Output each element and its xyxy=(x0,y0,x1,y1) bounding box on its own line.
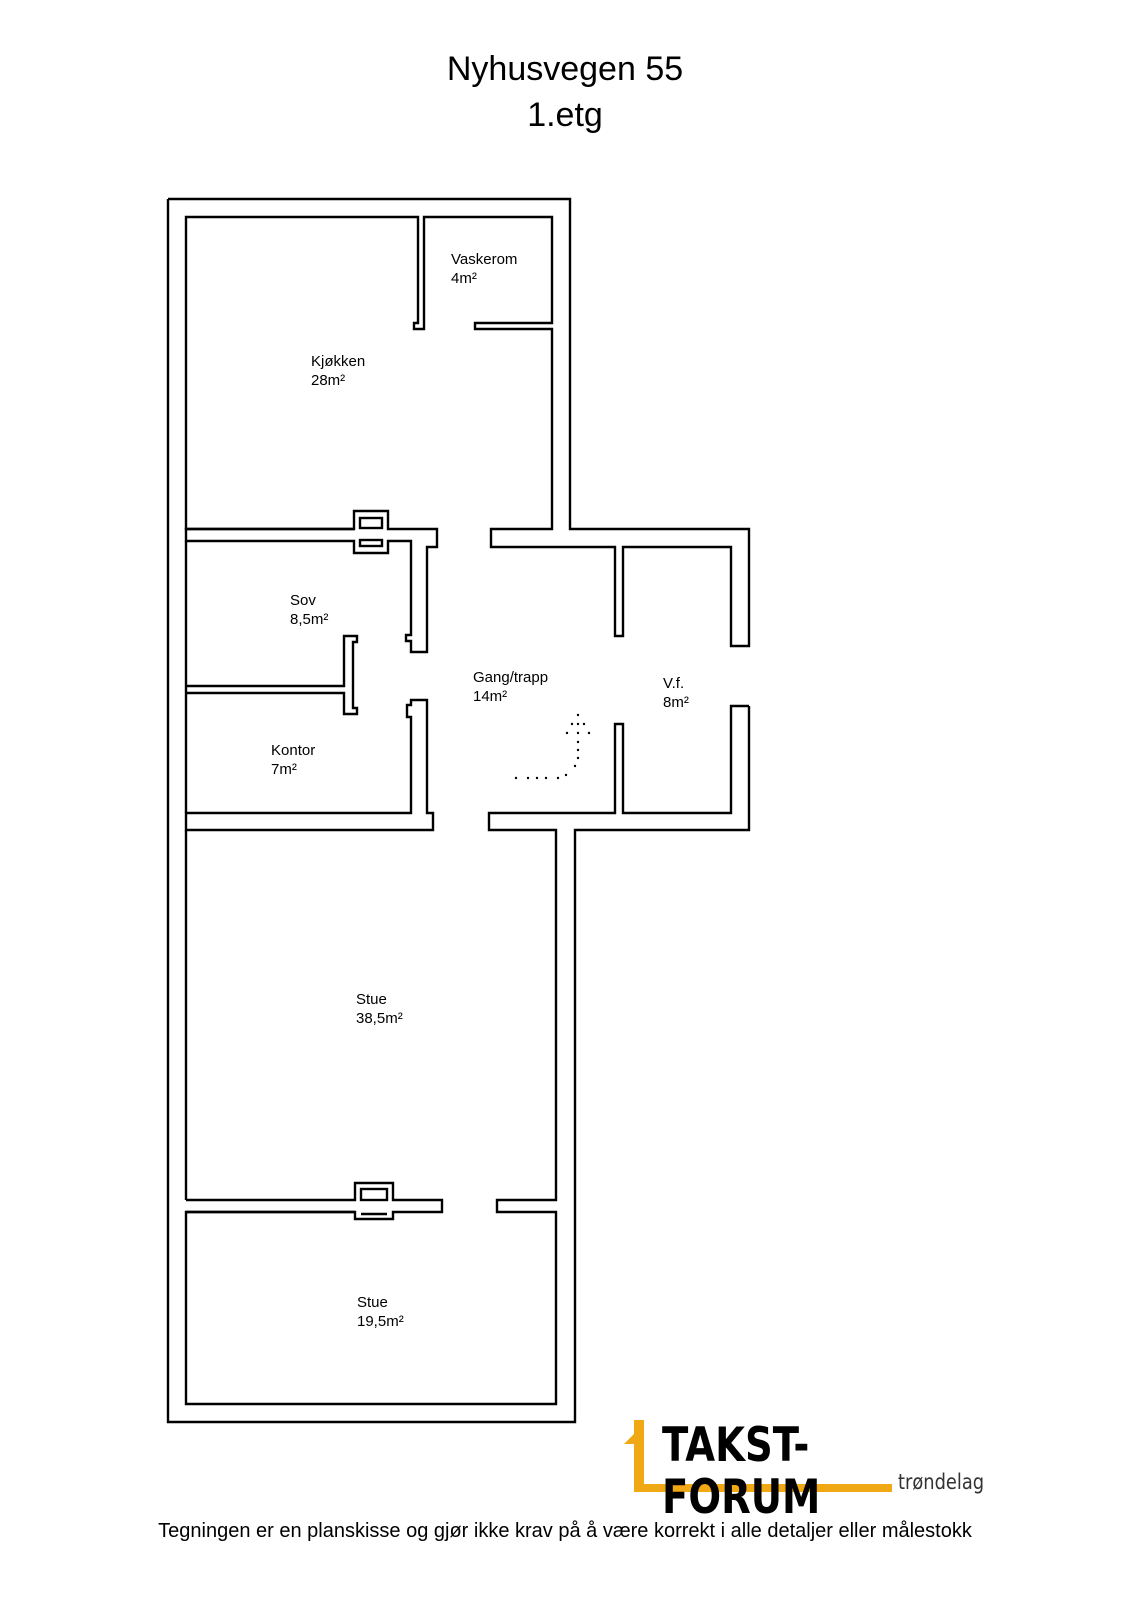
room-label-stue-large: Stue 38,5m² xyxy=(356,990,403,1028)
room-area: 8m² xyxy=(663,694,689,711)
vf-lower-right-wall xyxy=(184,704,749,1406)
stair-direction-arrow-icon xyxy=(514,713,591,780)
room-area: 7m² xyxy=(271,761,297,778)
room-label-vf: V.f. 8m² xyxy=(663,674,689,712)
chimney-flue-icon xyxy=(358,516,384,530)
plan-title-address: Nyhusvegen 55 xyxy=(446,50,684,88)
room-name: V.f. xyxy=(663,675,685,692)
disclaimer-text: Tegningen er en planskisse og gjør ikke … xyxy=(158,1520,972,1542)
room-name: Stue xyxy=(356,991,387,1008)
chimney-flue-icon xyxy=(359,1187,389,1202)
outer-wall xyxy=(168,197,751,648)
room-name: Sov xyxy=(290,592,316,609)
room-name: Vaskerom xyxy=(451,251,518,268)
room-label-stue-small: Stue 19,5m² xyxy=(357,1293,404,1331)
room-area: 19,5m² xyxy=(357,1313,404,1330)
kitchen-south-wall xyxy=(184,509,439,654)
takst-forum-logo: TAKST-FORUM trøndelag xyxy=(620,1420,1000,1524)
room-name: Kjøkken xyxy=(311,353,366,370)
plan-title-floor: 1.etg xyxy=(527,96,603,134)
room-label-vaskerom: Vaskerom 4m² xyxy=(451,250,517,288)
room-label-sov: Sov 8,5m² xyxy=(290,591,328,629)
room-name: Kontor xyxy=(271,742,316,759)
room-label-kontor: Kontor 7m² xyxy=(271,741,315,779)
room-area: 8,5m² xyxy=(290,611,329,628)
room-label-gang-trapp: Gang/trapp 14m² xyxy=(473,668,548,706)
room-name: Stue xyxy=(357,1294,388,1311)
room-area: 28m² xyxy=(311,372,346,389)
chimney-flue-icon xyxy=(358,538,384,548)
right-wing-lower-wall xyxy=(166,199,751,1424)
sov-kontor-wall xyxy=(186,634,359,716)
room-area: 38,5m² xyxy=(356,1010,403,1027)
room-name: Gang/trapp xyxy=(473,669,549,686)
room-area: 4m² xyxy=(451,270,477,287)
room-area: 14m² xyxy=(473,688,508,705)
room-label-kjokken: Kjøkken 28m² xyxy=(311,352,365,390)
logo-wordmark: TAKST-FORUM xyxy=(662,1418,821,1525)
logo-region: trøndelag xyxy=(898,1470,985,1494)
logo-arrow-icon xyxy=(624,1420,892,1492)
stue-divider-wall xyxy=(186,1181,444,1221)
